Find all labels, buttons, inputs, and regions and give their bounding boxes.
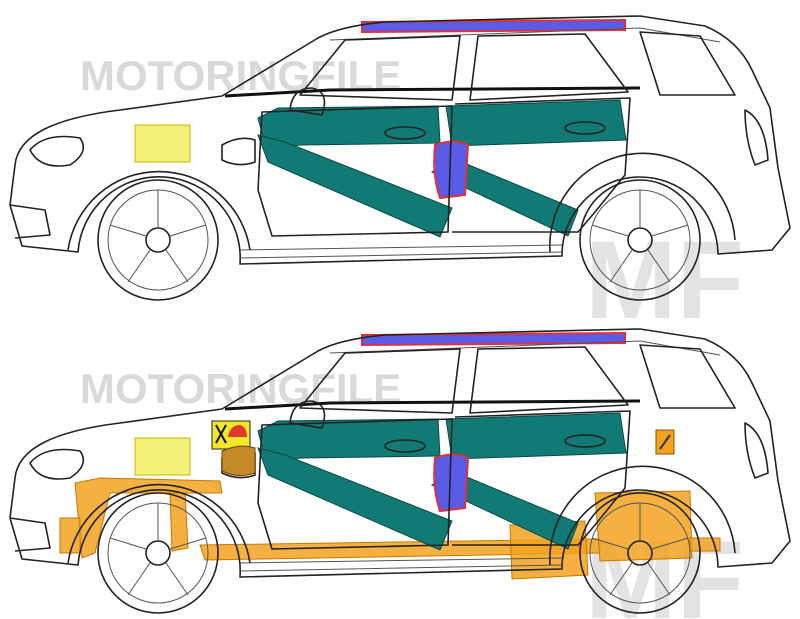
watermark-text: MOTORINGFILE <box>80 52 401 99</box>
watermark-logo: MF <box>585 219 744 342</box>
warning-label <box>211 420 251 450</box>
battery-disconnect-icon <box>659 434 671 450</box>
battery-disconnect-label <box>655 429 675 455</box>
fire-helmet-icon <box>228 425 247 437</box>
watermark-text: MOTORINGFILE <box>80 365 401 412</box>
high-voltage-view <box>8 327 792 615</box>
do-not-cut-warning-icon <box>215 424 227 444</box>
charge-port <box>221 445 256 477</box>
